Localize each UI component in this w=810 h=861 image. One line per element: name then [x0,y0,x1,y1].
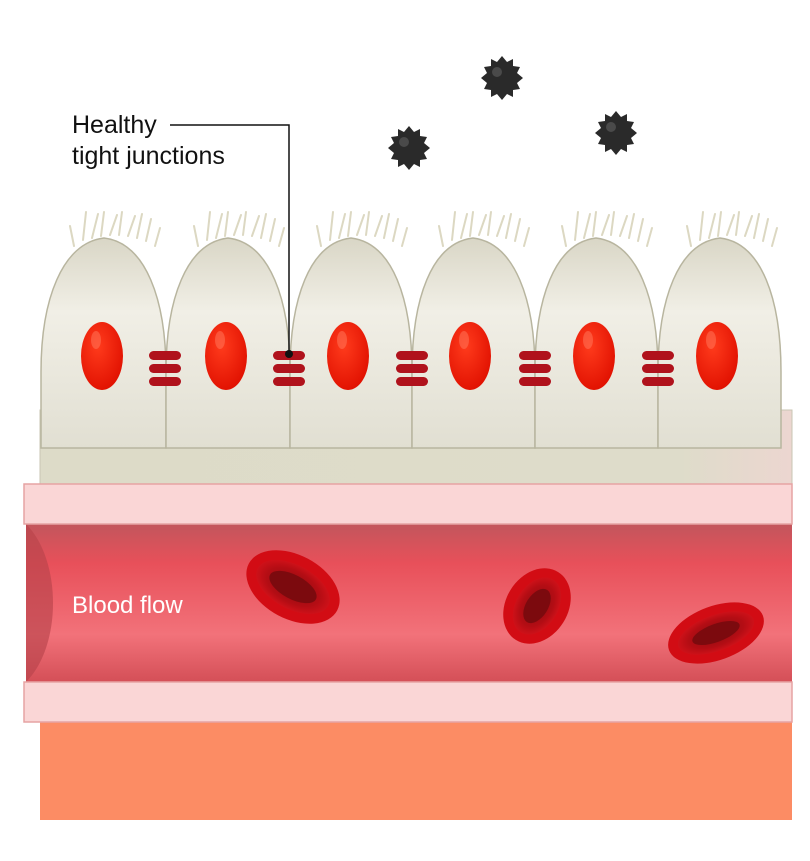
epithelial-cell [657,211,782,449]
vessel-opening-shade [26,524,53,682]
junction-leader-dot [285,350,293,358]
red-blood-cell-icon [246,550,340,624]
red-blood-cell-icon [503,568,571,644]
spiky-particle-icon [388,126,430,170]
spiky-particle-icon [481,56,523,100]
tight-junctions-label: Healthy tight junctions [72,110,225,172]
tight-junction [642,351,674,386]
tight-junction [519,351,551,386]
blood-flow-label: Blood flow [72,592,183,619]
red-blood-cell-icon [668,602,764,664]
epithelial-cell [534,211,659,449]
tissue-layer [40,722,792,820]
epithelial-cell [165,211,291,449]
tight-junctions-label-line1: Healthy [72,111,157,139]
spiky-particle-icon [595,111,637,155]
vessel-wall-top [23,483,793,525]
tight-junction [396,351,428,386]
vessel-wall-bottom [23,681,793,723]
epithelial-cell [289,211,413,449]
epithelial-cell [411,211,536,449]
blood-lumen [26,524,792,682]
junction-leader-line [170,124,290,354]
tight-junctions-label-line2: tight junctions [72,142,225,170]
tight-junction [149,351,181,386]
epithelial-cell [40,211,167,449]
